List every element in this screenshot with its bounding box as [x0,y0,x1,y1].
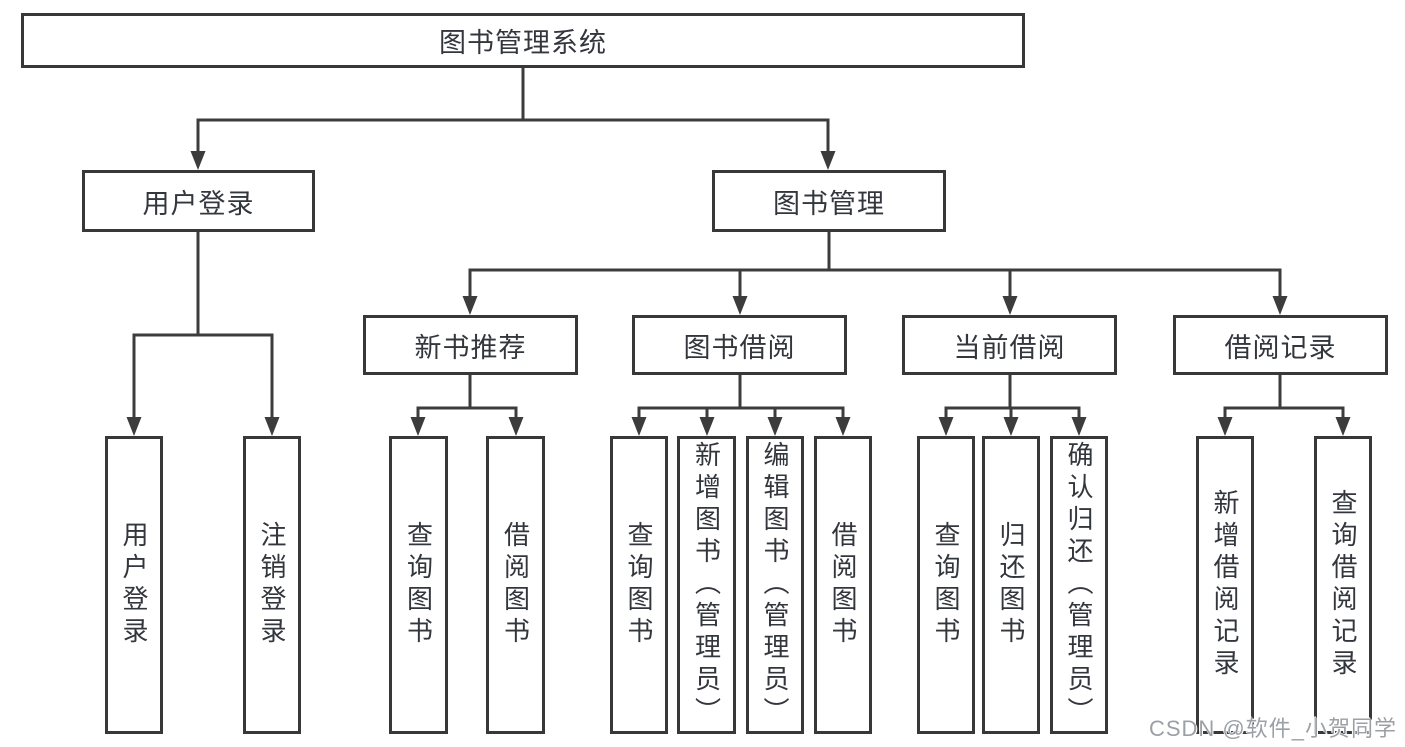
leaf-borrow-books-recommend: 借阅图书 [486,436,545,734]
leaf-borrow-books-borrowing: 借阅图书 [814,436,872,734]
node-current-borrowing: 当前借阅 [902,315,1117,375]
leaf-confirm-return-admin-label: 确认归还（管理员） [1064,441,1094,729]
edges-new-book-to-leaves [410,375,524,436]
node-new-book-recommend: 新书推荐 [363,315,578,375]
node-library-system: 图书管理系统 [21,13,1025,68]
node-library-system-label: 图书管理系统 [439,28,607,58]
edges-root-to-level2 [190,68,836,170]
leaf-query-borrow-record: 查询借阅记录 [1314,436,1372,734]
node-book-borrowing: 图书借阅 [632,315,847,375]
node-user-login-label: 用户登录 [142,188,255,219]
leaf-user-login-label: 用户登录 [119,521,149,649]
node-user-login: 用户登录 [82,170,315,232]
edges-borrow-records-to-leaves [1217,375,1351,436]
leaf-user-login: 用户登录 [105,436,163,734]
leaf-add-books-admin: 新增图书（管理员） [677,436,736,734]
node-book-management-label: 图书管理 [773,188,885,219]
node-borrowing-records-label: 借阅记录 [1224,332,1337,363]
leaf-return-books-label: 归还图书 [996,521,1026,649]
leaf-query-borrow-record-label: 查询借阅记录 [1328,489,1358,681]
node-book-management: 图书管理 [712,170,946,232]
leaf-borrow-books-borrowing-label: 借阅图书 [828,521,858,649]
leaf-query-books-current-label: 查询图书 [931,521,961,649]
leaf-edit-books-admin: 编辑图书（管理员） [746,436,804,734]
node-borrowing-records: 借阅记录 [1173,315,1388,375]
leaf-query-books-borrowing: 查询图书 [610,436,668,734]
edges-book-borrow-to-leaves [631,375,851,436]
leaf-edit-books-admin-label: 编辑图书（管理员） [760,441,790,729]
leaf-add-books-admin-label: 新增图书（管理员） [691,441,722,729]
leaf-logout: 注销登录 [243,436,301,734]
node-new-book-recommend-label: 新书推荐 [414,332,527,363]
leaf-add-borrow-record-label: 新增借阅记录 [1210,489,1240,681]
node-current-borrowing-label: 当前借阅 [953,332,1066,363]
leaf-query-books-borrowing-label: 查询图书 [624,521,654,649]
node-book-borrowing-label: 图书借阅 [683,332,796,363]
leaf-confirm-return-admin: 确认归还（管理员） [1050,436,1108,734]
edges-user-login-to-leaves [126,232,280,436]
csdn-watermark: CSDN @软件_小贺同学 [1148,716,1397,741]
leaf-add-borrow-record: 新增借阅记录 [1196,436,1254,734]
leaf-query-books-recommend-label: 查询图书 [403,521,434,649]
leaf-logout-label: 注销登录 [257,521,287,649]
leaf-query-books-recommend: 查询图书 [389,436,448,734]
leaf-borrow-books-recommend-label: 借阅图书 [500,521,531,649]
edges-current-borrow-to-leaves [938,375,1087,436]
leaf-query-books-current: 查询图书 [917,436,975,734]
edges-book-mgmt-to-level3 [462,232,1288,315]
leaf-return-books: 归还图书 [982,436,1040,734]
